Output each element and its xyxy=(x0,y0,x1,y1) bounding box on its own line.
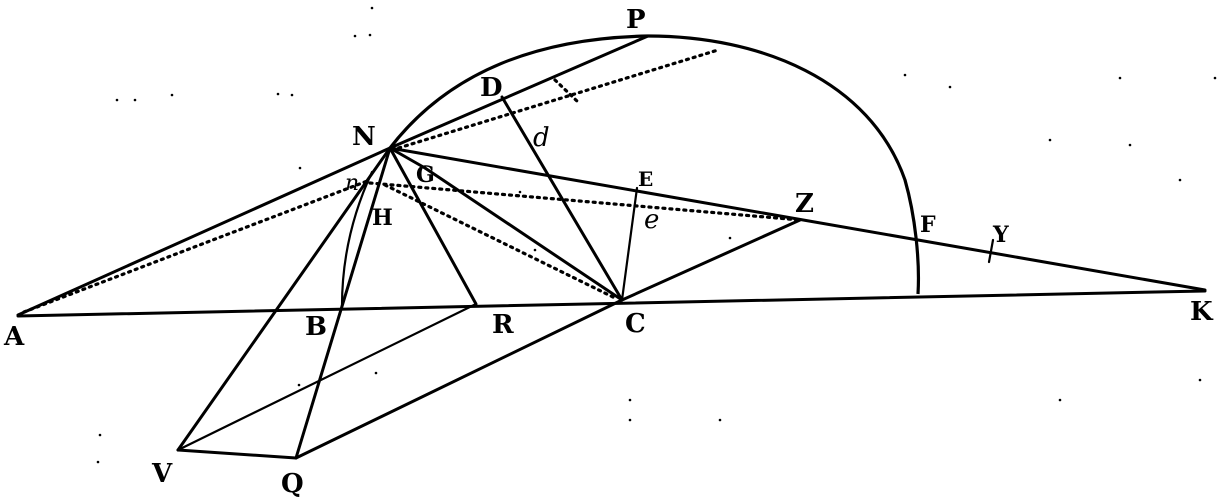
line-C-Z xyxy=(620,218,802,302)
label-R: R xyxy=(492,310,514,340)
line-E-C xyxy=(620,186,639,302)
label-K: K xyxy=(1190,297,1214,327)
label-V: V xyxy=(151,459,173,489)
line-N-R xyxy=(388,146,478,306)
label-B: B xyxy=(305,312,327,342)
line-C-Q xyxy=(294,298,624,460)
label-Q: Q xyxy=(281,469,304,499)
label-N: N xyxy=(352,122,376,152)
dotted-d-tick xyxy=(553,78,580,104)
dotted-A-n xyxy=(22,178,372,314)
label-d: d xyxy=(533,123,550,153)
dotted-n-C xyxy=(383,183,617,300)
label-n: n xyxy=(345,171,359,196)
tick-Y xyxy=(987,238,995,264)
label-Y: Y xyxy=(992,222,1009,248)
semicircle-arc xyxy=(388,34,921,295)
label-G: G xyxy=(416,162,435,188)
line-A-N xyxy=(16,146,392,317)
curve-n-B xyxy=(340,170,374,308)
label-H: H xyxy=(372,205,393,231)
label-A: A xyxy=(3,322,25,352)
label-P: P xyxy=(626,5,646,35)
line-V-Q xyxy=(176,448,298,460)
line-N-G xyxy=(388,146,427,170)
line-G-C xyxy=(423,166,624,302)
dotted-N-arc xyxy=(390,48,720,152)
line-N-P xyxy=(388,34,650,150)
label-F: F xyxy=(920,212,936,238)
line-D-C xyxy=(500,95,624,302)
label-e: e xyxy=(644,205,659,235)
dotted-n-Z xyxy=(368,181,802,222)
label-C: C xyxy=(625,309,646,339)
line-R-V xyxy=(176,302,478,452)
print-specks xyxy=(96,6,1217,464)
label-E: E xyxy=(638,167,653,191)
label-Z: Z xyxy=(795,189,814,219)
label-D: D xyxy=(480,73,503,103)
line-N-V xyxy=(176,146,392,452)
